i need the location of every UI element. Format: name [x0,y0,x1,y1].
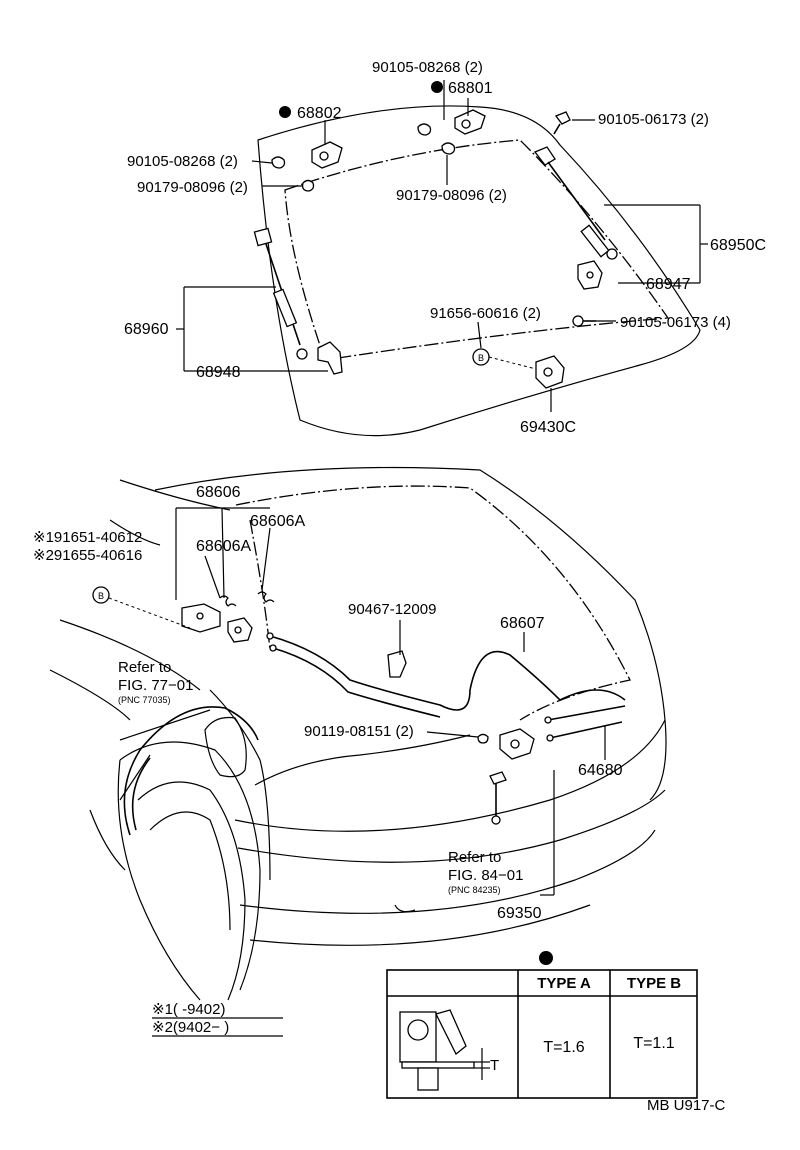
label-note2: ※291655-40616 [33,547,142,564]
ref2-line2: FIG. 84−01 [448,867,523,884]
hinge-68802-drawing [271,141,343,192]
cable-64680-drawing [544,705,626,742]
type-table: TYPE A TYPE B T=1.6 T=1.1 T [386,951,698,1099]
label-68802: 68802 [297,105,342,122]
lock-69350-drawing [477,728,535,825]
table-header-type-a: TYPE A [537,975,591,992]
label-68947: 68947 [646,276,691,293]
ref2-line1: Refer to [448,849,501,866]
diagram-code: MB U917-C [647,1097,726,1114]
part-labels: 90105-08268 (2) 68801 68802 90105-06173 … [33,59,766,922]
label-90179-08096-center: 90179-08096 (2) [396,187,507,204]
label-note1: ※191651-40612 [33,529,142,546]
hinge-thickness-icon: T [399,1009,499,1091]
leader-lines-lower [119,507,606,896]
label-64680: 64680 [578,762,623,779]
ref1-line2: FIG. 77−01 [118,677,193,694]
label-68606A-b: 68606A [196,538,251,555]
label-68606A-a: 68606A [250,513,305,530]
bolt-mid-right-drawing [572,315,596,327]
label-68948: 68948 [196,364,241,381]
stay-68960-drawing [253,227,343,375]
legend-line2: ※2(9402− ) [152,1019,229,1036]
marker-b-left-label: B [98,591,104,601]
label-68607: 68607 [500,615,545,632]
table-header-type-b: TYPE B [627,975,681,992]
dot-marker-icon [431,81,443,93]
latch-69430C-drawing [535,355,565,389]
label-69430C: 69430C [520,419,576,436]
leader-lines-upper [176,80,708,412]
legend-notes: ※1( -9402) ※2(9402− ) [152,1001,283,1037]
label-68950C: 68950C [710,237,766,254]
clip-center-drawing [441,142,456,185]
dot-marker-icon [539,951,553,965]
label-91656-60616: 91656-60616 (2) [430,305,541,322]
hinge-68606-drawing [181,603,253,643]
legend-line1: ※1( -9402) [152,1001,225,1018]
label-90105-08268-left: 90105-08268 (2) [127,153,238,170]
table-value-type-b: T=1.1 [633,1035,674,1052]
clip-90467-drawing [387,650,407,678]
reference-fig-77: Refer to FIG. 77−01 (PNC 77035) [118,659,193,705]
ref1-line3: (PNC 77035) [118,695,171,705]
back-door-glass-outline [257,105,701,437]
table-value-type-a: T=1.6 [543,1039,584,1056]
label-90105-06173-top: 90105-06173 (2) [598,111,709,128]
dot-marker-icon [279,106,291,118]
label-90105-06173-mid: 90105-06173 (4) [620,314,731,331]
bolt-top-right-drawing [553,111,571,135]
ref1-line1: Refer to [118,659,171,676]
label-90179-08096-left: 90179-08096 (2) [137,179,248,196]
marker-b-left: B [92,586,191,629]
release-cable-drawing [123,706,471,836]
label-69350: 69350 [497,905,542,922]
dimension-t-label: T [490,1057,499,1074]
rear-body-outline [49,466,667,946]
label-68606: 68606 [196,484,241,501]
marker-b-top-label: B [478,353,484,363]
marker-b-top: B [472,348,537,370]
fender-panel-drawing [204,716,247,778]
label-68960: 68960 [124,321,169,338]
label-68801: 68801 [448,80,493,97]
ref2-line3: (PNC 84235) [448,885,501,895]
clip-68606A-drawing [219,591,275,607]
hinge-68801-drawing [417,109,486,136]
stay-68950C-drawing [533,146,618,290]
label-90119-08151: 90119-08151 (2) [304,723,414,740]
label-90467-12009: 90467-12009 [348,601,436,618]
label-90105-08268-top: 90105-08268 (2) [372,59,483,76]
rear-wheel-drawing [117,741,261,1001]
cable-68607-drawing [266,632,626,718]
reference-fig-84: Refer to FIG. 84−01 (PNC 84235) [448,849,523,895]
